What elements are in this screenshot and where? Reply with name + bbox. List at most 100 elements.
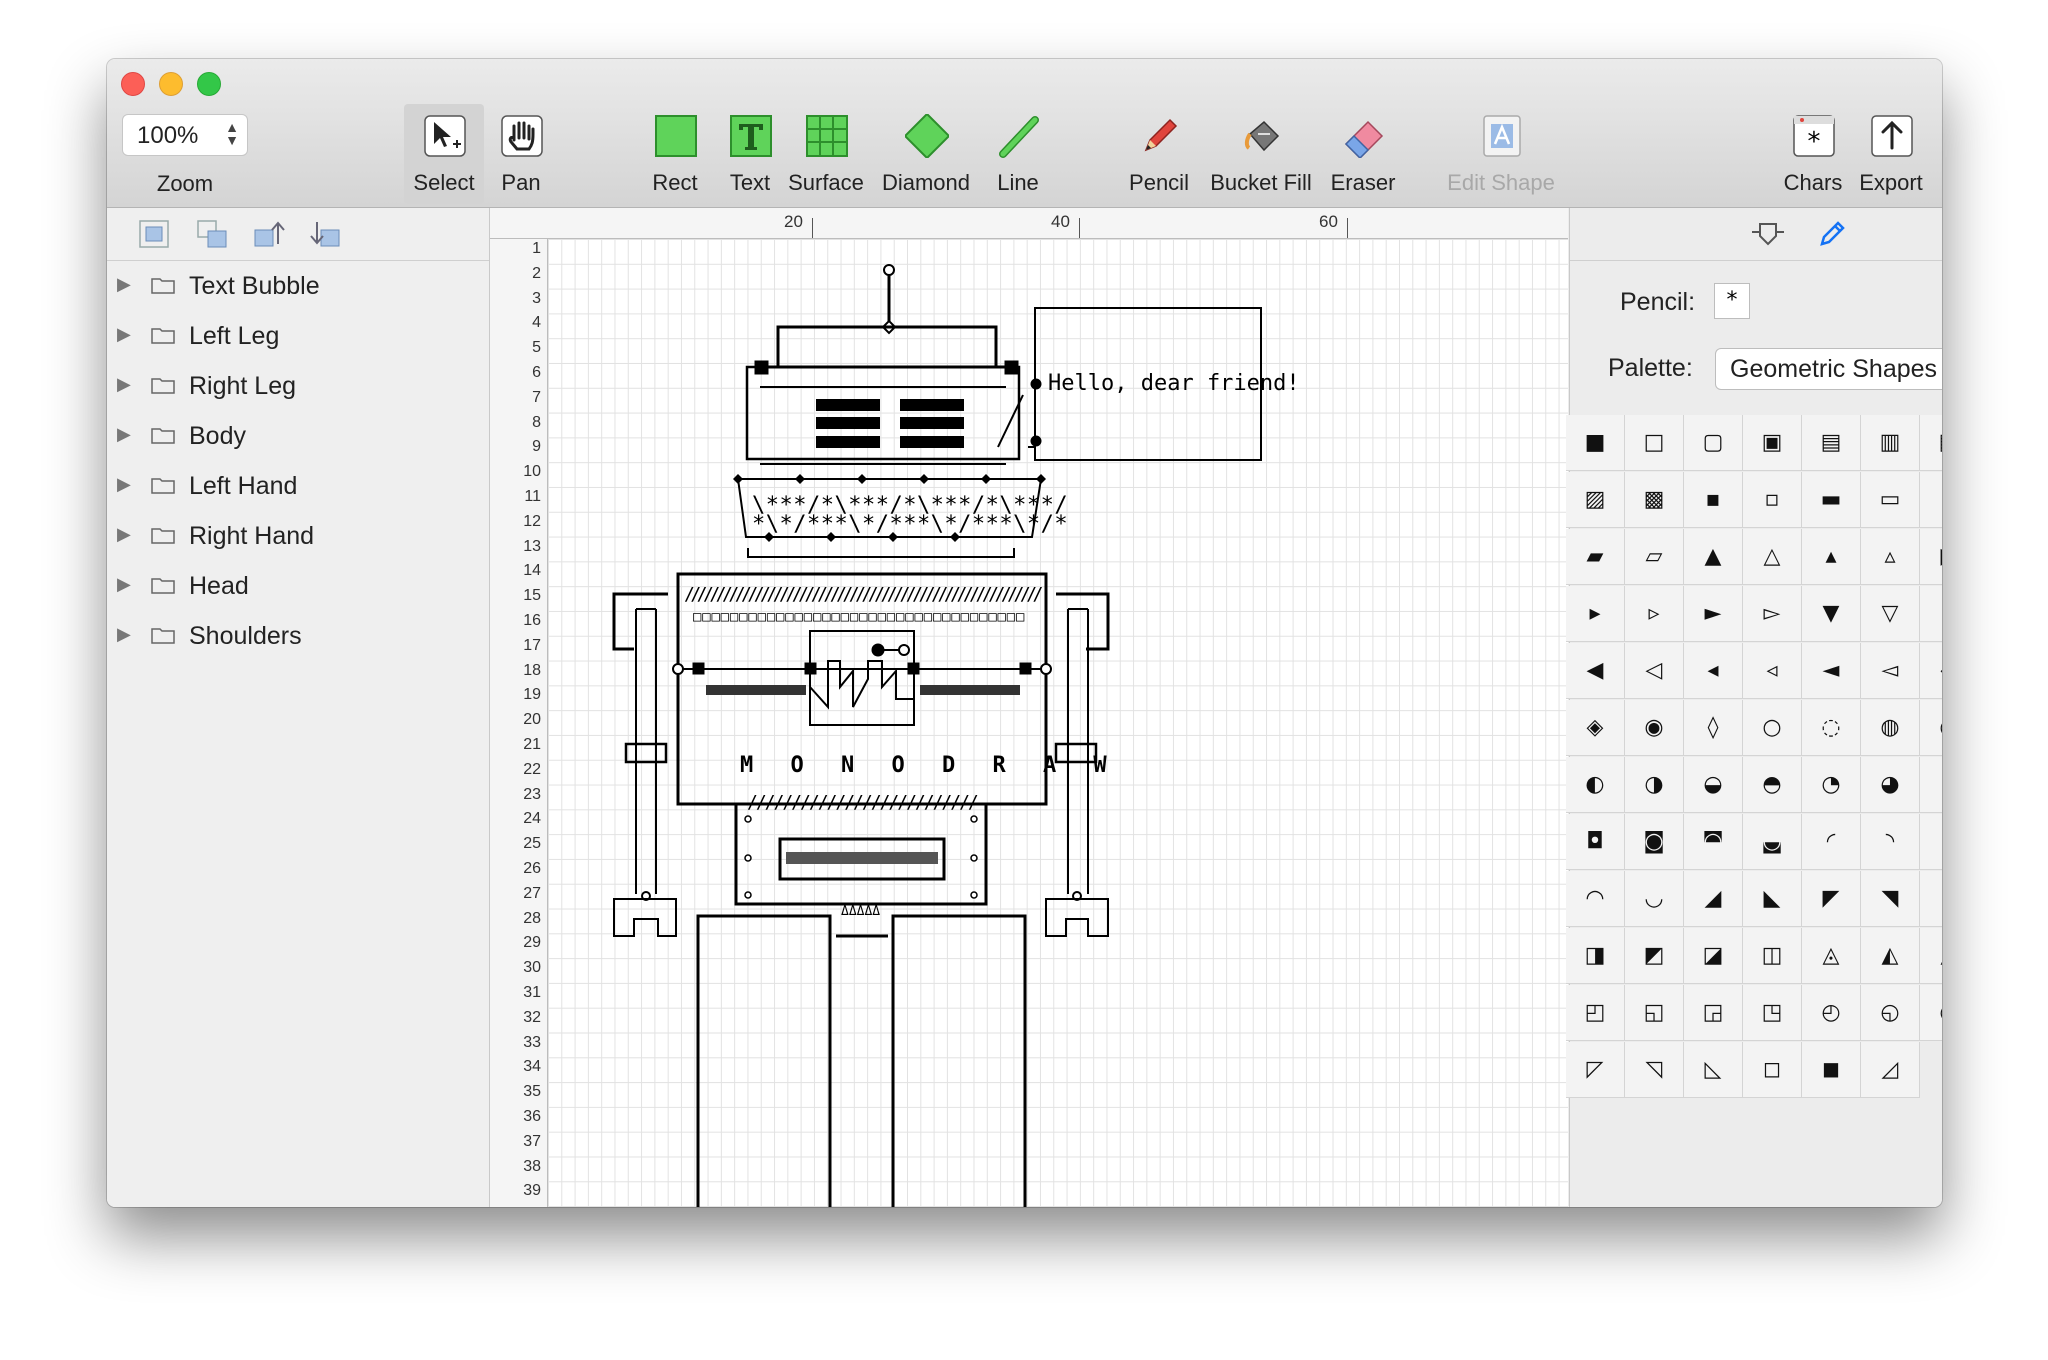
glyph-cell[interactable]: ▩ <box>1625 472 1684 528</box>
ungroup-icon[interactable] <box>195 218 229 250</box>
glyph-cell[interactable]: ◲ <box>1684 985 1743 1041</box>
line-tool-button[interactable]: Line <box>978 104 1058 204</box>
glyph-cell[interactable]: ▫ <box>1743 472 1802 528</box>
glyph-cell[interactable]: ▮ <box>1920 472 1942 528</box>
glyph-cell[interactable]: ◠ <box>1566 871 1625 927</box>
glyph-cell[interactable]: ◴ <box>1802 985 1861 1041</box>
zoom-stepper-icon[interactable]: ▲▼ <box>225 119 239 148</box>
glyph-cell[interactable]: ◸ <box>1566 1042 1625 1098</box>
glyph-cell[interactable]: ▲ <box>1684 529 1743 585</box>
glyph-cell[interactable]: ◦ <box>1920 871 1942 927</box>
glyph-cell[interactable]: ▼ <box>1802 586 1861 642</box>
glyph-cell[interactable]: ◂ <box>1684 643 1743 699</box>
glyph-cell[interactable]: ◈ <box>1566 700 1625 756</box>
glyph-cell[interactable]: ◖ <box>1920 757 1942 813</box>
disclosure-triangle-icon[interactable]: ▶ <box>117 574 131 594</box>
pencil-char-field[interactable]: * <box>1714 283 1750 319</box>
glyph-cell[interactable]: ◣ <box>1743 871 1802 927</box>
glyph-cell[interactable]: ◅ <box>1861 643 1920 699</box>
glyph-cell[interactable]: □ <box>1625 415 1684 471</box>
glyph-cell[interactable]: ◶ <box>1920 985 1942 1041</box>
glyph-cell[interactable]: ▬ <box>1802 472 1861 528</box>
glyph-cell[interactable]: ◞ <box>1920 814 1942 870</box>
tool-settings-tab-icon[interactable] <box>1748 218 1788 250</box>
disclosure-triangle-icon[interactable]: ▶ <box>117 274 131 294</box>
layer-item[interactable]: ▶Left Leg <box>117 312 477 362</box>
glyph-cell[interactable]: ▹ <box>1625 586 1684 642</box>
group-icon[interactable] <box>137 218 171 250</box>
glyph-cell[interactable]: ◒ <box>1684 757 1743 813</box>
zoom-field[interactable]: 100% ▲▼ <box>122 114 248 156</box>
glyph-cell[interactable]: ▽ <box>1861 586 1920 642</box>
glyph-cell[interactable]: ▤ <box>1802 415 1861 471</box>
glyph-cell[interactable]: ◻ <box>1743 1042 1802 1098</box>
glyph-cell[interactable]: ◝ <box>1861 814 1920 870</box>
glyph-cell[interactable]: ◉ <box>1625 700 1684 756</box>
disclosure-triangle-icon[interactable]: ▶ <box>117 474 131 494</box>
glyph-cell[interactable]: ◹ <box>1625 1042 1684 1098</box>
glyph-cell[interactable]: ▢ <box>1684 415 1743 471</box>
close-button[interactable] <box>121 72 145 96</box>
glyph-cell[interactable]: ◚ <box>1684 814 1743 870</box>
bring-forward-icon[interactable] <box>252 218 286 250</box>
glyph-cell[interactable]: ◜ <box>1802 814 1861 870</box>
glyph-cell[interactable]: ◺ <box>1684 1042 1743 1098</box>
disclosure-triangle-icon[interactable]: ▶ <box>117 324 131 344</box>
layer-item[interactable]: ▶Body <box>117 412 477 462</box>
layer-item[interactable]: ▶Text Bubble <box>117 262 477 312</box>
minimize-button[interactable] <box>159 72 183 96</box>
disclosure-triangle-icon[interactable]: ▶ <box>117 374 131 394</box>
glyph-cell[interactable]: ◄ <box>1802 643 1861 699</box>
glyph-cell[interactable]: ◱ <box>1625 985 1684 1041</box>
glyph-cell[interactable]: ◐ <box>1566 757 1625 813</box>
glyph-cell[interactable]: ◆ <box>1920 643 1942 699</box>
diamond-tool-button[interactable]: Diamond <box>882 104 970 204</box>
eraser-tool-button[interactable]: Eraser <box>1323 104 1403 204</box>
glyph-cell[interactable]: ◌ <box>1802 700 1861 756</box>
glyph-cell[interactable]: ◡ <box>1625 871 1684 927</box>
layer-item[interactable]: ▶Shoulders <box>117 612 477 662</box>
glyph-cell[interactable]: ■ <box>1566 415 1625 471</box>
glyph-cell[interactable]: ◬ <box>1802 928 1861 984</box>
glyph-cell[interactable]: ◿ <box>1861 1042 1920 1098</box>
glyph-cell[interactable]: ▭ <box>1861 472 1920 528</box>
glyph-cell[interactable]: ▶ <box>1920 529 1942 585</box>
glyph-cell[interactable]: ▱ <box>1625 529 1684 585</box>
palette-select[interactable]: Geometric Shapes ▲▼ <box>1715 348 1942 390</box>
glyph-cell[interactable]: ◪ <box>1684 928 1743 984</box>
glyph-cell[interactable]: ◫ <box>1743 928 1802 984</box>
surface-tool-button[interactable]: Surface <box>786 104 866 204</box>
glyph-cell[interactable]: ▥ <box>1861 415 1920 471</box>
disclosure-triangle-icon[interactable]: ▶ <box>117 424 131 444</box>
glyph-cell[interactable]: ► <box>1684 586 1743 642</box>
layer-item[interactable]: ▶Right Hand <box>117 512 477 562</box>
glyph-cell[interactable]: ◤ <box>1802 871 1861 927</box>
glyph-cell[interactable]: ◊ <box>1684 700 1743 756</box>
pan-tool-button[interactable]: Pan <box>481 104 561 204</box>
glyph-cell[interactable]: ◵ <box>1861 985 1920 1041</box>
pencil-tool-button[interactable]: Pencil <box>1119 104 1199 204</box>
export-button[interactable]: Export <box>1851 104 1931 204</box>
glyph-cell[interactable]: △ <box>1743 529 1802 585</box>
zoom-window-button[interactable] <box>197 72 221 96</box>
glyph-cell[interactable]: ◢ <box>1684 871 1743 927</box>
glyph-cell[interactable]: ▨ <box>1566 472 1625 528</box>
edit-shape-tool-button[interactable]: Edit Shape <box>1447 104 1555 204</box>
glyph-cell[interactable]: ◑ <box>1625 757 1684 813</box>
glyph-cell[interactable]: ◳ <box>1743 985 1802 1041</box>
chars-button[interactable]: * Chars <box>1773 104 1853 204</box>
glyph-cell[interactable]: ◃ <box>1743 643 1802 699</box>
rect-tool-button[interactable]: Rect <box>635 104 715 204</box>
glyph-cell[interactable]: ▻ <box>1743 586 1802 642</box>
glyph-cell[interactable]: ▦ <box>1920 415 1942 471</box>
send-backward-icon[interactable] <box>309 218 343 250</box>
glyph-cell[interactable]: ▰ <box>1566 529 1625 585</box>
glyph-cell[interactable]: ◮ <box>1920 928 1942 984</box>
glyph-cell[interactable]: ○ <box>1743 700 1802 756</box>
glyph-cell[interactable]: ◨ <box>1566 928 1625 984</box>
glyph-cell[interactable]: ◕ <box>1861 757 1920 813</box>
glyph-cell[interactable]: ◁ <box>1625 643 1684 699</box>
bucket-fill-tool-button[interactable]: Bucket Fill <box>1210 104 1312 204</box>
glyph-cell[interactable]: ◰ <box>1566 985 1625 1041</box>
